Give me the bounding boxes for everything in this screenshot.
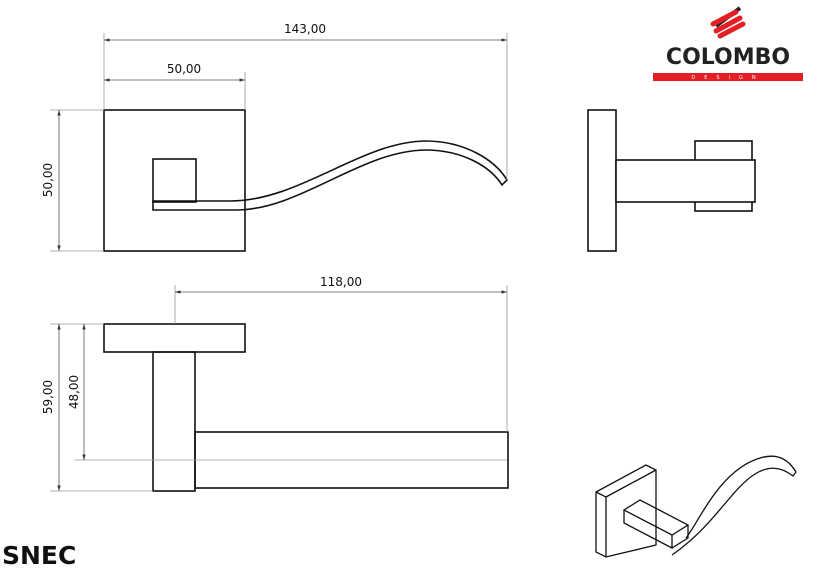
- top-dimensions: 118,00 59,00 48,00: [41, 275, 508, 492]
- dim-label-143: 143,00: [284, 22, 326, 36]
- top-view: [103, 323, 509, 492]
- front-stem: [152, 158, 197, 203]
- colombo-logo: COLOMBO DESIGN: [653, 6, 803, 81]
- front-plate: [103, 109, 246, 252]
- isometric-view: [595, 455, 797, 558]
- product-code: SNEC: [2, 541, 77, 570]
- front-lever: [152, 140, 509, 211]
- logo-brand: COLOMBO: [666, 45, 790, 70]
- front-view: [103, 109, 509, 252]
- logo-sub: DESIGN: [691, 75, 764, 81]
- dim-label-48: 48,00: [67, 375, 81, 409]
- side-view: [587, 109, 756, 252]
- dim-label-59: 59,00: [41, 380, 55, 414]
- front-dimensions: 143,00 50,00 50,00: [41, 22, 508, 252]
- dim-label-50-width: 50,00: [167, 62, 201, 76]
- dim-label-118: 118,00: [320, 275, 362, 289]
- dim-label-50-height: 50,00: [41, 163, 55, 197]
